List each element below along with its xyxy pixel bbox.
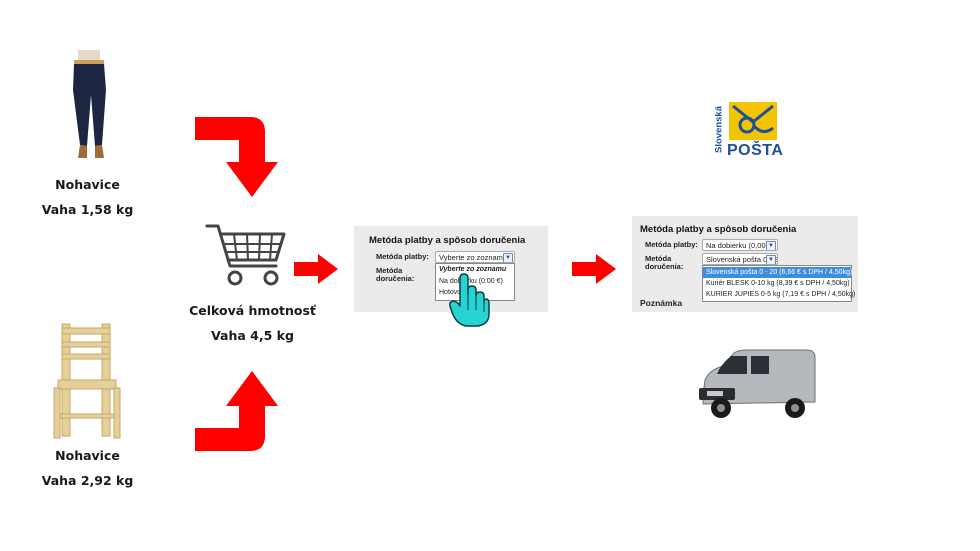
dropdown-option[interactable]: Vyberte zo zoznamu [439,266,507,273]
payment-select[interactable]: Vyberte zo zoznamu ▼ [435,251,515,263]
item-2-weight: Vaha 2,92 kg [41,473,134,488]
panel-title: Metóda platby a spôsob doručenia [369,235,526,246]
payment-label: Metóda platby: [645,240,698,249]
delivery-dropdown: Slovenská pošta 0 - 20 (6,66 € s DPH / 4… [702,265,856,302]
payment-select[interactable]: Na dobierku (0,00 €) ▼ [702,239,778,251]
checkout-panel-1: Metóda platby a spôsob doručenia Metóda … [354,226,548,312]
delivery-label-line2: doručenia: [376,274,415,283]
chevron-down-icon[interactable]: ▼ [766,255,776,264]
arrow-right-icon [572,254,616,284]
pants-image [73,50,106,158]
cart-caption: Celková hmotnosť Vaha 4,5 kg [180,298,325,348]
item-1-weight: Vaha 1,58 kg [41,202,134,217]
item-2-name: Nohavice [55,448,120,463]
payment-select-value: Vyberte zo zoznamu [439,253,508,262]
payment-dropdown: Vyberte zo zoznamu Na dobierku (0.00 €) … [435,263,515,301]
delivery-label-line1: Metóda [376,266,403,275]
dropdown-option[interactable]: Hotovo [439,289,462,296]
delivery-select[interactable]: Slovenská pošta 0 - 20 ▼ [702,253,778,265]
payment-select-value: Na dobierku (0,00 €) [706,241,775,250]
chevron-down-icon[interactable]: ▼ [766,241,776,250]
dropdown-option-selected[interactable]: Slovenská pošta 0 - 20 (6,66 € s DPH / 4… [703,267,852,278]
logo-text-vertical: Slovenská [713,106,725,153]
delivery-label-line2: doručenia: [645,262,684,271]
delivery-van-image [699,349,816,418]
cart-title: Celková hmotnosť [189,303,316,318]
slovenska-posta-logo: Slovenská POŠTA [705,100,785,162]
panel-title: Metóda platby a spôsob doručenia [640,224,797,235]
item-1-caption: Nohavice Vaha 1,58 kg [30,172,145,222]
hand-cursor-icon [449,273,490,327]
checkout-panel-2: Metóda platby a spôsob doručenia Metóda … [632,216,858,312]
arrow-down-icon [195,117,278,197]
dropdown-option[interactable]: Kuriér BLESK 0-10 kg (8,39 € s DPH / 4,5… [706,280,850,287]
logo-wordmark: POŠTA [727,142,784,159]
dropdown-option[interactable]: KURIER JUPIES 0-5 kg (7,19 € s DPH / 4,5… [706,291,856,298]
arrow-right-icon [294,254,338,284]
cart-weight: Vaha 4,5 kg [211,328,294,343]
chevron-down-icon[interactable]: ▼ [503,253,513,262]
arrow-up-icon [195,371,278,451]
posthorn-icon [729,102,777,140]
payment-label: Metóda platby: [376,252,429,261]
delivery-select-value: Slovenská pošta 0 - 20 [706,255,778,264]
item-1-name: Nohavice [55,177,120,192]
chair-image [53,323,121,439]
note-label: Poznámka [640,298,683,308]
dropdown-option[interactable]: Na dobierku (0.00 €) [439,278,503,285]
shopping-cart-icon [205,224,286,286]
item-2-caption: Nohavice Vaha 2,92 kg [30,443,145,493]
delivery-label-line1: Metóda [645,254,672,263]
